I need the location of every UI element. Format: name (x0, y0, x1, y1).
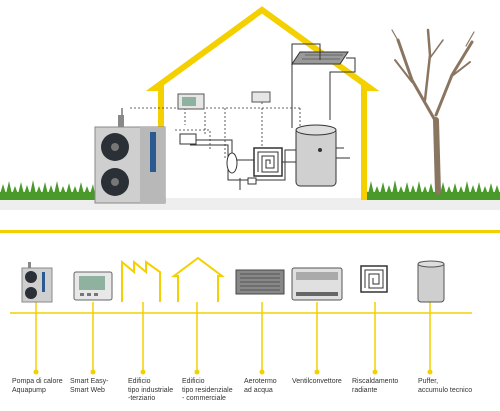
pump-symbol (247, 177, 257, 185)
industrial-building-icon (121, 259, 161, 302)
expansion-vessel (226, 152, 238, 174)
fan-coil-icon (291, 267, 343, 301)
valve-block (179, 133, 197, 145)
piping (121, 43, 356, 190)
radiant-floor-icon (360, 265, 388, 293)
heat-pump-outdoor-unit (94, 115, 166, 204)
legend-label-buffer-tank: Puffer,accumulo tecnico (418, 378, 473, 394)
legend-label-smart-controller: Smart Easy-Smart Web (70, 378, 109, 394)
residential-building-icon (171, 256, 225, 302)
grass-left (0, 180, 95, 200)
house-outline (145, 6, 380, 200)
controller-panel-main (177, 93, 205, 110)
grass-right (362, 180, 500, 200)
legend-connectors (10, 302, 472, 370)
buffer-tank (295, 124, 337, 187)
tree (391, 28, 475, 195)
heat-pump-unit-icon (21, 262, 53, 303)
radiant-floor-coil (253, 147, 283, 177)
water-heater-unit-icon (235, 269, 285, 295)
smart-controller-icon (73, 271, 113, 301)
legend-label-fan-coil: Ventilconvettore (292, 378, 342, 385)
separator-line (0, 230, 500, 233)
buffer-tank-icon (417, 260, 445, 303)
control-wiring (130, 96, 301, 160)
controller-panel-secondary (251, 91, 271, 103)
legend-dots (33, 369, 433, 375)
